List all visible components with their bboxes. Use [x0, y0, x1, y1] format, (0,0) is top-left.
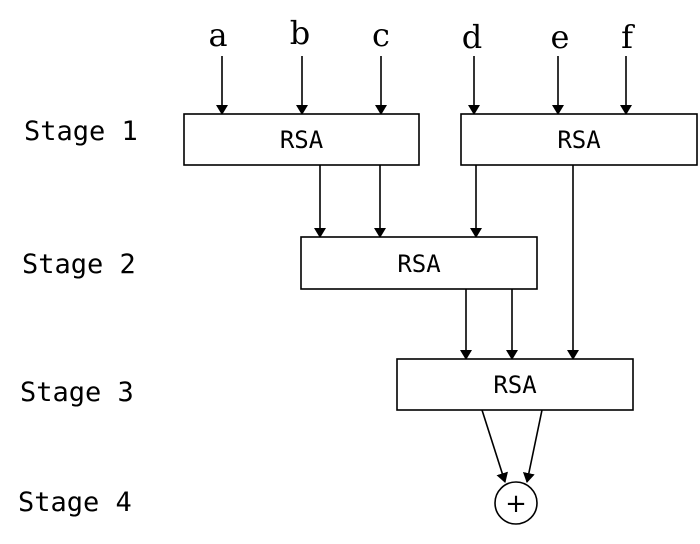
input-label-c: c [372, 16, 390, 54]
input-label-a: a [208, 16, 227, 54]
input-label-d: d [462, 18, 482, 56]
final-adder-plus-sign: + [505, 489, 527, 519]
rsa-block-stage2-label: RSA [397, 250, 441, 278]
rsa-block-stage1-left-label: RSA [280, 126, 324, 154]
input-label-f: f [621, 18, 635, 56]
input-label-b: b [290, 14, 310, 52]
rsa-block-stage3-label: RSA [493, 371, 537, 399]
rsa-block-stage2 [300, 236, 538, 290]
rsa-block-stage1-right-label: RSA [557, 126, 601, 154]
final-adder-circle [494, 481, 538, 525]
stage-label-4: Stage 4 [18, 487, 132, 518]
rsa-block-stage1-right [460, 113, 698, 166]
stage-label-2: Stage 2 [22, 249, 136, 280]
arrow-rsa3-to-adder-b [522, 409, 543, 483]
rsa-block-stage3 [396, 358, 634, 411]
input-label-e: e [551, 18, 570, 56]
stage-label-3: Stage 3 [20, 377, 134, 408]
rsa-block-stage1-left [183, 113, 420, 166]
arrow-rsa3-to-adder-a [481, 409, 508, 483]
stage-label-1: Stage 1 [24, 116, 138, 147]
